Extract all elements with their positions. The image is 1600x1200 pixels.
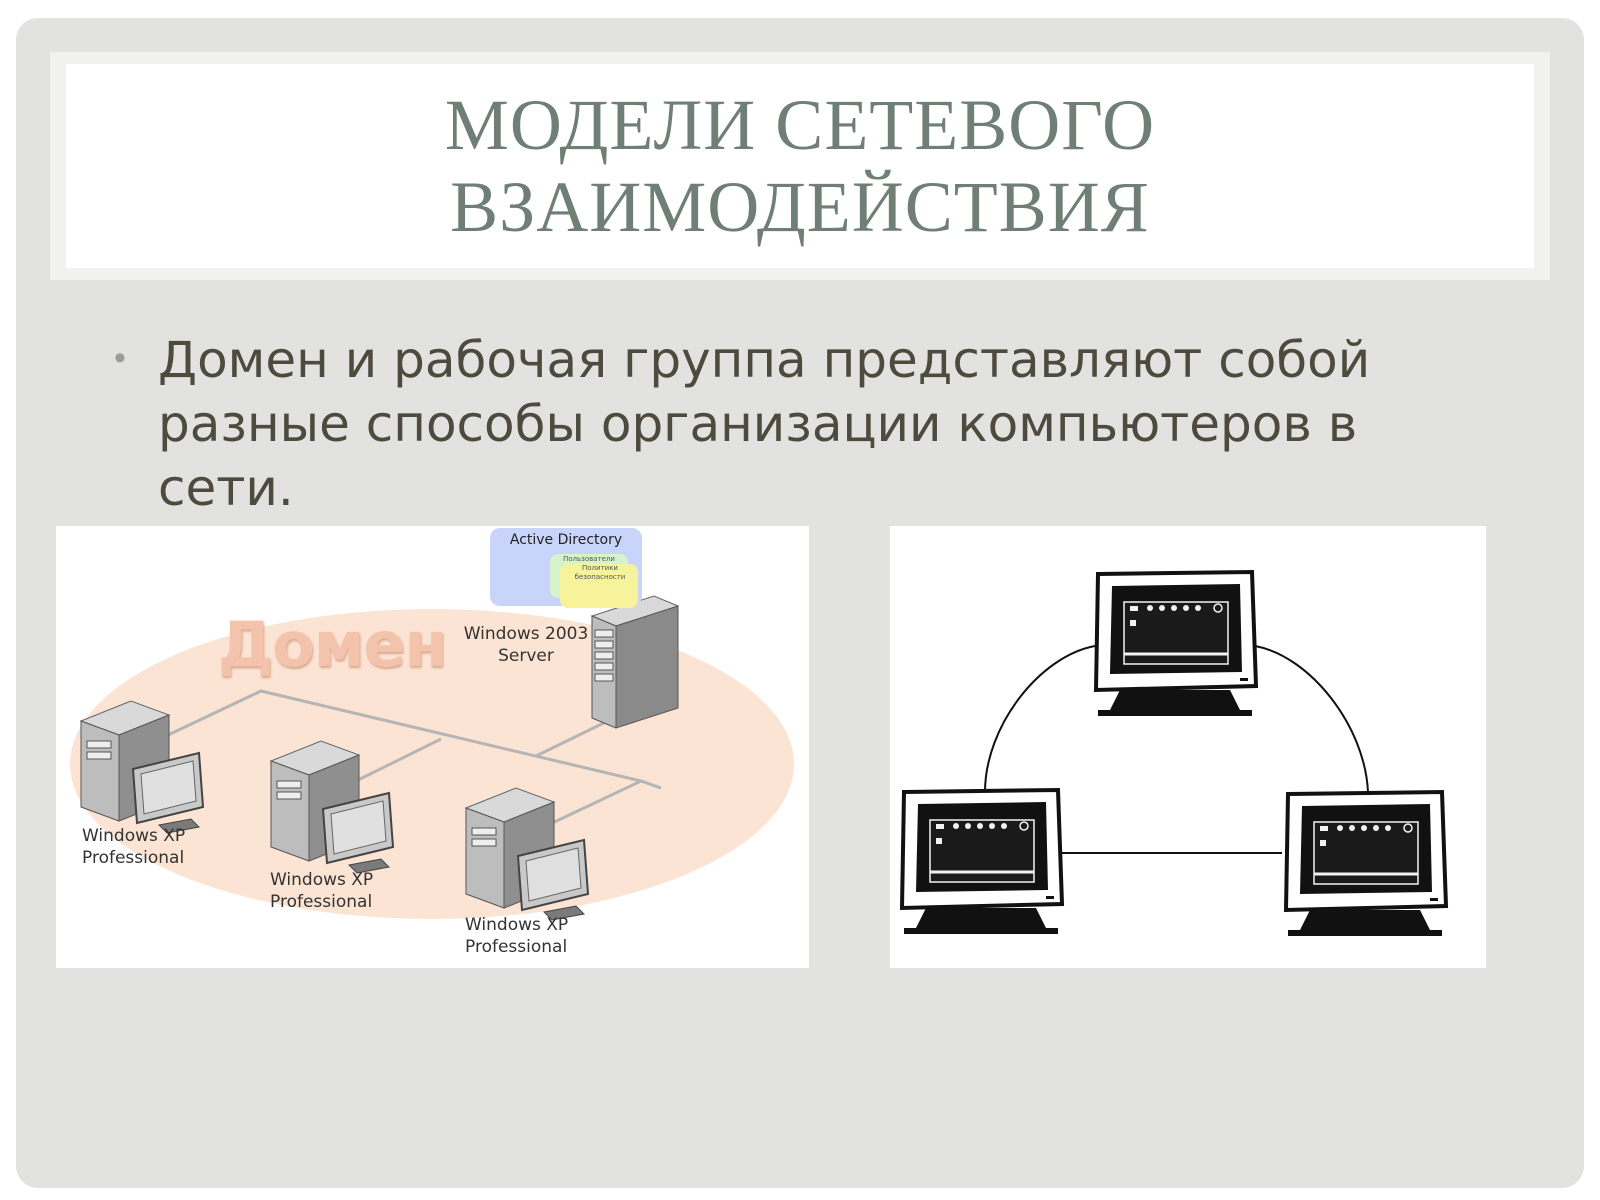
network-line-main (165, 689, 662, 790)
computer-icon-right (1284, 790, 1448, 938)
link-top-right (1254, 645, 1369, 793)
active-directory-title: Active Directory (509, 532, 623, 548)
workgroup-diagram-graphics (900, 570, 1448, 938)
workstation-icon-1 (79, 700, 205, 834)
client-label-1: Windows XP Professional (82, 826, 186, 868)
workstation-icon-2 (269, 740, 395, 874)
link-top-left (984, 645, 1096, 793)
domain-diagram: Active Directory Пользователи Политики б… (56, 526, 809, 968)
slide: МОДЕЛИ СЕТЕВОГО ВЗАИМОДЕЙСТВИЯ • Домен и… (16, 18, 1584, 1188)
workstation-icon-3 (464, 787, 590, 921)
domain-diagram-graphics (70, 595, 794, 921)
policy-note (560, 564, 638, 608)
computer-icon-top (1094, 570, 1258, 718)
network-line-pc3 (545, 779, 642, 828)
title-box: МОДЕЛИ СЕТЕВОГО ВЗАИМОДЕЙСТВИЯ (66, 64, 1534, 268)
server-tower-icon (590, 595, 680, 729)
server-label: Windows 2003 Server (463, 624, 589, 666)
active-directory-box: Active Directory Пользователи Политики б… (490, 528, 642, 608)
domain-label: Домен (218, 608, 447, 681)
client-label-2: Windows XP Professional (270, 870, 374, 912)
users-label: Пользователи (563, 555, 615, 563)
bullet-dot: • (114, 339, 126, 377)
slide-title: МОДЕЛИ СЕТЕВОГО ВЗАИМОДЕЙСТВИЯ (444, 85, 1156, 247)
policy-label: Политики безопасности (574, 564, 626, 581)
client-label-3: Windows XP Professional (465, 915, 569, 957)
network-line-pc2 (355, 737, 442, 783)
bullet-text: Домен и рабочая группа представляют собо… (158, 331, 1371, 517)
title-band: МОДЕЛИ СЕТЕВОГО ВЗАИМОДЕЙСТВИЯ (50, 52, 1550, 280)
computer-icon-left (900, 788, 1064, 936)
workgroup-links (984, 645, 1369, 854)
workgroup-diagram (890, 526, 1486, 968)
